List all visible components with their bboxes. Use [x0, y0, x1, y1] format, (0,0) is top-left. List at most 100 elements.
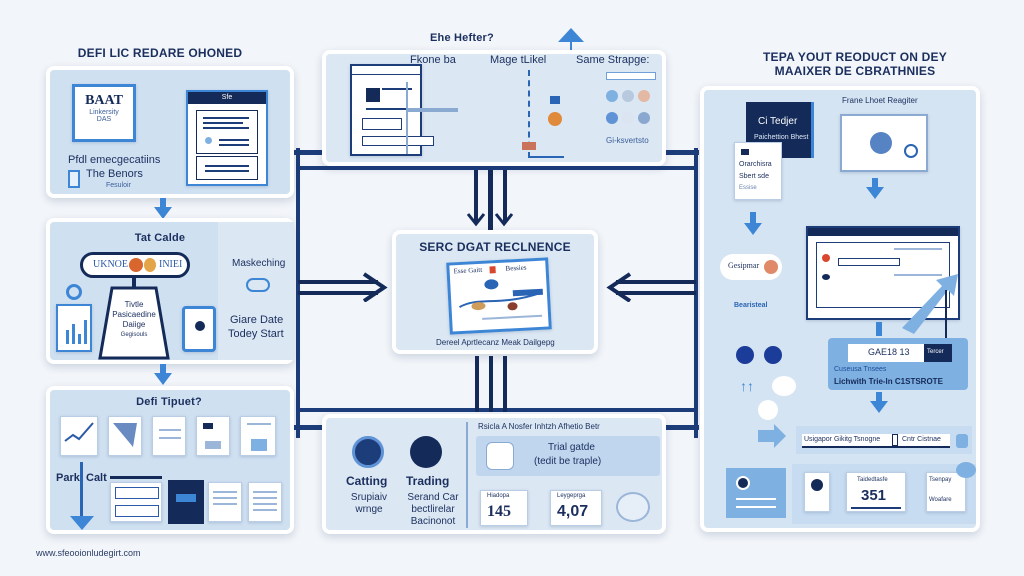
- target-icon: [66, 284, 82, 300]
- column-1-label: Fkone ba: [410, 54, 456, 66]
- thumb-chart-2[interactable]: [108, 416, 142, 456]
- panel1-caption-2: The Benors: [86, 168, 143, 180]
- dark-circle-2[interactable]: [764, 346, 782, 364]
- input-field[interactable]: GAE18 13: [848, 344, 924, 362]
- down-arrowheads-icon: [466, 213, 514, 227]
- right-card-label: Tsenpay: [929, 477, 952, 483]
- cloud-icon: [956, 462, 976, 478]
- badge-icon: [129, 258, 143, 272]
- figure-icon: [144, 258, 156, 272]
- tablet-icon[interactable]: [182, 306, 216, 352]
- flow-arrow-bar: [406, 108, 458, 112]
- left-double-arrow-icon: [606, 272, 696, 302]
- connector-top-stem-3: [503, 170, 507, 222]
- dark-card[interactable]: [168, 480, 204, 524]
- gear-card[interactable]: [804, 472, 830, 512]
- person-icon: [410, 436, 442, 468]
- thumb-chart-5[interactable]: [240, 416, 276, 456]
- top-center-panel: Fkone ba Mage tLikel Same Strapge: Gi-ks…: [322, 50, 666, 166]
- panel1-caption-1: Pfdl emecgecatiins: [68, 154, 161, 166]
- browser-window[interactable]: [350, 64, 434, 156]
- left-arrow-1-stem: [160, 198, 166, 208]
- connector-top-right-stub: [665, 150, 699, 155]
- list-card[interactable]: [110, 482, 162, 522]
- storage-icon-3: [638, 90, 650, 102]
- white-card-line-2: Sbert sde: [739, 173, 769, 180]
- column-3-label: Same Strapge:: [576, 54, 650, 66]
- icon1-label: Catting: [346, 474, 388, 488]
- left-panel-3: Defi Tipuet? Park Calt: [46, 386, 294, 534]
- blue-box-line-2: Lichwith Trie-ln C1STSROTE: [834, 377, 943, 386]
- connector-top-horizontal: [296, 166, 698, 170]
- growth-arrow-icon: [902, 274, 958, 338]
- left-arrow-2-stem: [160, 364, 166, 374]
- icon2-desc-2: bectlirelar: [411, 504, 455, 515]
- diamond-icon: [205, 137, 212, 144]
- small-circle-1: [772, 376, 796, 396]
- text-card-1[interactable]: [208, 482, 242, 522]
- stat-card-351: Taidedtasfe 351: [846, 472, 906, 512]
- timeline-line: [80, 462, 83, 520]
- footer-url[interactable]: www.sfeooionludegirt.com: [36, 548, 141, 558]
- sign-line-2: Pasicaedine: [112, 310, 156, 319]
- chart-thumbnail[interactable]: [56, 304, 92, 352]
- up-arrows-icon: ↑↑: [740, 378, 754, 394]
- signpost-board[interactable]: UKNOE INIEI: [80, 252, 190, 278]
- small-circle-2: [758, 400, 778, 420]
- panel1-caption-3: Fesuloir: [106, 182, 131, 189]
- small-photo-icon: [522, 142, 536, 150]
- bottom-center-header: Rsicla A Nosfer Inhtzh Afhetio Betr: [478, 422, 600, 431]
- input-submit-button[interactable]: Tercer: [924, 344, 952, 362]
- thumb-chart-4[interactable]: [196, 416, 230, 456]
- right-card-sub: Woafare: [929, 497, 952, 503]
- blue-box-line-1: Cuseusa Tnsees: [834, 366, 887, 373]
- storage-icon-2: [622, 90, 634, 102]
- cup-icon: [352, 436, 384, 468]
- stat1-value: 145: [487, 503, 511, 520]
- pill2-text: Bearisteal: [734, 302, 768, 309]
- right-title-line1: TEPA YOUT REODUCT ON DEY: [763, 50, 947, 64]
- stat-card-1: Hiadopa 145: [480, 490, 528, 526]
- right-double-arrow-icon: [298, 272, 388, 302]
- connector-right-vertical: [694, 148, 698, 438]
- down-arrow-icon: [870, 401, 888, 413]
- panel2-right-label-2b: Todey Start: [228, 328, 284, 340]
- search-bar-text-2: Cntr Cistnae: [902, 436, 941, 443]
- right-info-card[interactable]: Tsenpay Woafare: [926, 472, 966, 512]
- molecule-card[interactable]: [840, 114, 928, 172]
- sign-line-1: Tivtle: [124, 300, 144, 309]
- connector-bottom-horizontal: [296, 408, 698, 412]
- document-header: Sfe: [188, 92, 266, 104]
- text-card-2[interactable]: [248, 482, 282, 522]
- dashboard-preview[interactable]: Esse Gaitt Bessies: [446, 257, 552, 335]
- down-arrow-icon: [154, 207, 172, 219]
- thumb-chart-3[interactable]: [152, 416, 186, 456]
- white-info-card[interactable]: Orarchisra Sbert sde Essise: [734, 142, 782, 200]
- white-card-line-3: Essise: [739, 185, 757, 191]
- top-center-title: Ehe Hefter?: [430, 32, 494, 44]
- trial-guide-box[interactable]: Trial gatde (tedit be traple): [476, 436, 660, 476]
- search-submit-icon[interactable]: [956, 434, 968, 448]
- dark-circle-1[interactable]: [736, 346, 754, 364]
- pill-1[interactable]: Gesipmar: [720, 254, 782, 280]
- connector-bottom-stem-2: [489, 356, 493, 412]
- storage-icon-4: [606, 112, 618, 124]
- search-bar[interactable]: Usigapor Gikitg Tsnogne Cntr Cistnae: [802, 434, 950, 448]
- thumb-chart-1[interactable]: [60, 416, 98, 456]
- badge-sub1: Linkersity: [89, 109, 119, 116]
- search-bar-text: Usigapor Gikitg Tsnogne: [804, 436, 881, 443]
- profile-card[interactable]: [726, 468, 786, 518]
- down-arrow-icon: [866, 187, 884, 199]
- connector-top-stem-2: [488, 170, 493, 230]
- storage-icon-1: [606, 90, 618, 102]
- university-badge: BAAT Linkersity DAS: [72, 84, 136, 142]
- storage-footnote: Gi-ksvertsto: [606, 136, 649, 145]
- badge-sub2: DAS: [96, 116, 112, 123]
- book-icon: [486, 442, 514, 470]
- gear-icon: [811, 479, 823, 491]
- sign-line-3: Daiige: [122, 320, 146, 329]
- icon2-desc-1: Serand Car: [407, 492, 459, 503]
- document-thumbnail[interactable]: Sfe: [186, 90, 268, 186]
- stat2-label: Leygeprga: [557, 493, 586, 499]
- input-button-label: Tercer: [927, 349, 944, 355]
